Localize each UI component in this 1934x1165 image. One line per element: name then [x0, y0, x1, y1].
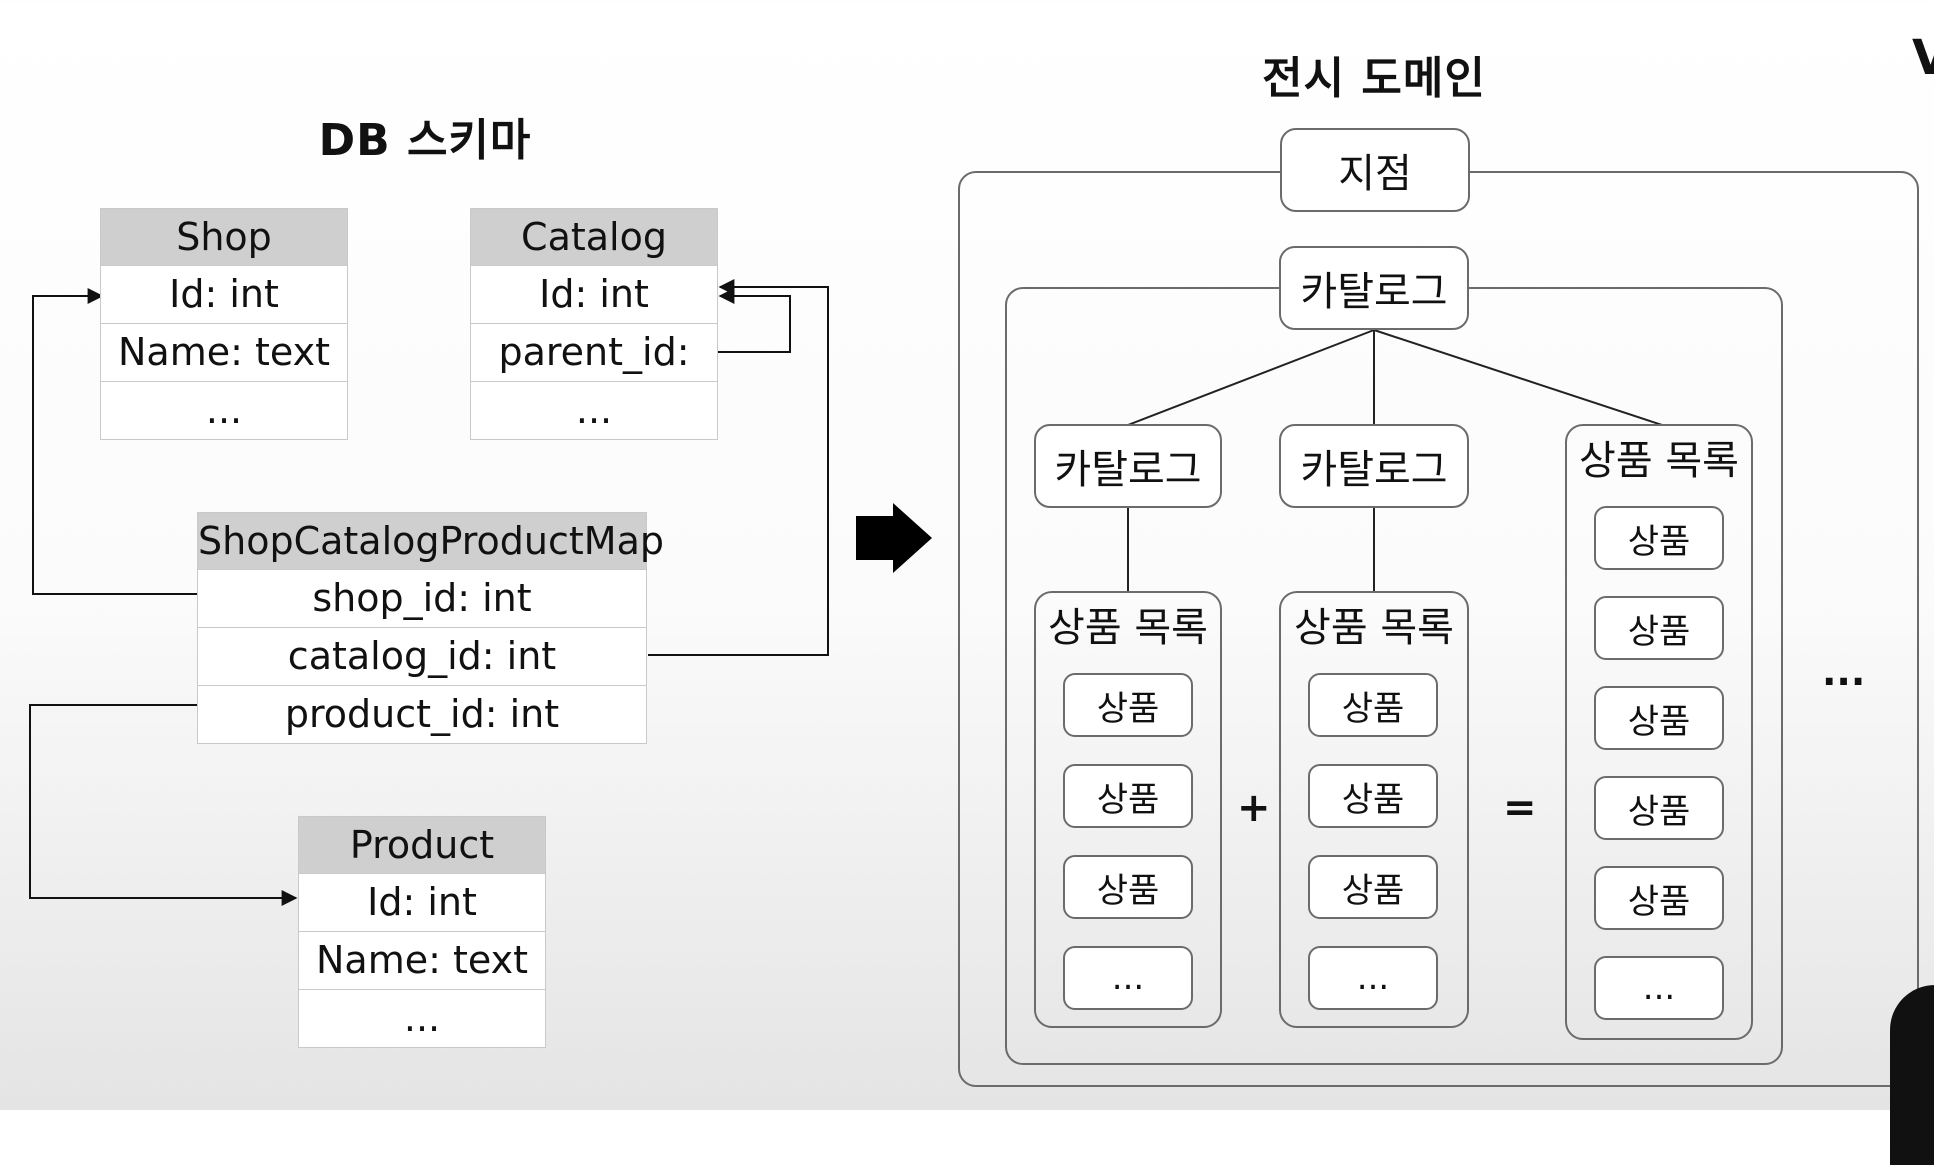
sub-catalog-box-2: 카탈로그	[1279, 424, 1469, 508]
product-item: 상품	[1308, 855, 1438, 919]
corner-glyph: V	[1912, 30, 1934, 86]
transform-arrow	[856, 503, 932, 573]
outer-ellipsis: ...	[1822, 650, 1866, 694]
product-list-1	[1034, 591, 1222, 1028]
product-item: 상품	[1063, 855, 1193, 919]
table-row: parent_id:	[471, 323, 717, 381]
table-row: ...	[101, 381, 347, 439]
product-list-merged	[1565, 424, 1753, 1040]
table-row: Id: int	[471, 265, 717, 323]
table-row: shop_id: int	[198, 569, 646, 627]
product-list-label: 상품 목록	[1579, 438, 1739, 484]
table-row: Name: text	[299, 931, 545, 989]
fk-parent-arrow	[716, 288, 791, 353]
product-item: 상품	[1308, 673, 1438, 737]
product-table: Product Id: int Name: text ...	[298, 816, 546, 1048]
equals-sign: =	[1503, 785, 1537, 831]
product-item-ellipsis: ...	[1594, 956, 1724, 1020]
catalog-box: 카탈로그	[1279, 246, 1469, 330]
table-header: Product	[299, 817, 545, 873]
plus-sign: +	[1237, 785, 1271, 831]
shop-table: Shop Id: int Name: text ...	[100, 208, 348, 440]
product-list-2	[1279, 591, 1469, 1028]
product-item-ellipsis: ...	[1063, 946, 1193, 1010]
table-row: Name: text	[101, 323, 347, 381]
table-header: Catalog	[471, 209, 717, 265]
product-item-ellipsis: ...	[1308, 946, 1438, 1010]
db-schema-title: DB 스키마	[318, 115, 532, 166]
table-header: ShopCatalogProductMap	[198, 513, 664, 569]
product-item: 상품	[1594, 866, 1724, 930]
table-row: product_id: int	[198, 685, 646, 743]
sub-catalog-box-1: 카탈로그	[1034, 424, 1222, 508]
presenter-silhouette	[1890, 985, 1934, 1165]
table-row: ...	[471, 381, 717, 439]
catalog-table: Catalog Id: int parent_id: ...	[470, 208, 718, 440]
table-row: Id: int	[101, 265, 347, 323]
table-header: Shop	[101, 209, 347, 265]
product-item: 상품	[1308, 764, 1438, 828]
store-box: 지점	[1280, 128, 1470, 212]
product-item: 상품	[1594, 686, 1724, 750]
table-row: ...	[299, 989, 545, 1047]
product-list-label: 상품 목록	[1294, 605, 1454, 651]
product-list-label: 상품 목록	[1048, 605, 1208, 651]
table-row: catalog_id: int	[198, 627, 646, 685]
product-item: 상품	[1063, 673, 1193, 737]
table-row: Id: int	[299, 873, 545, 931]
display-domain-title: 전시 도메인	[1262, 53, 1486, 104]
shop-catalog-product-map-table: ShopCatalogProductMap shop_id: int catal…	[197, 512, 664, 744]
product-item: 상품	[1594, 506, 1724, 570]
product-item: 상품	[1594, 776, 1724, 840]
product-item: 상품	[1063, 764, 1193, 828]
product-item: 상품	[1594, 596, 1724, 660]
